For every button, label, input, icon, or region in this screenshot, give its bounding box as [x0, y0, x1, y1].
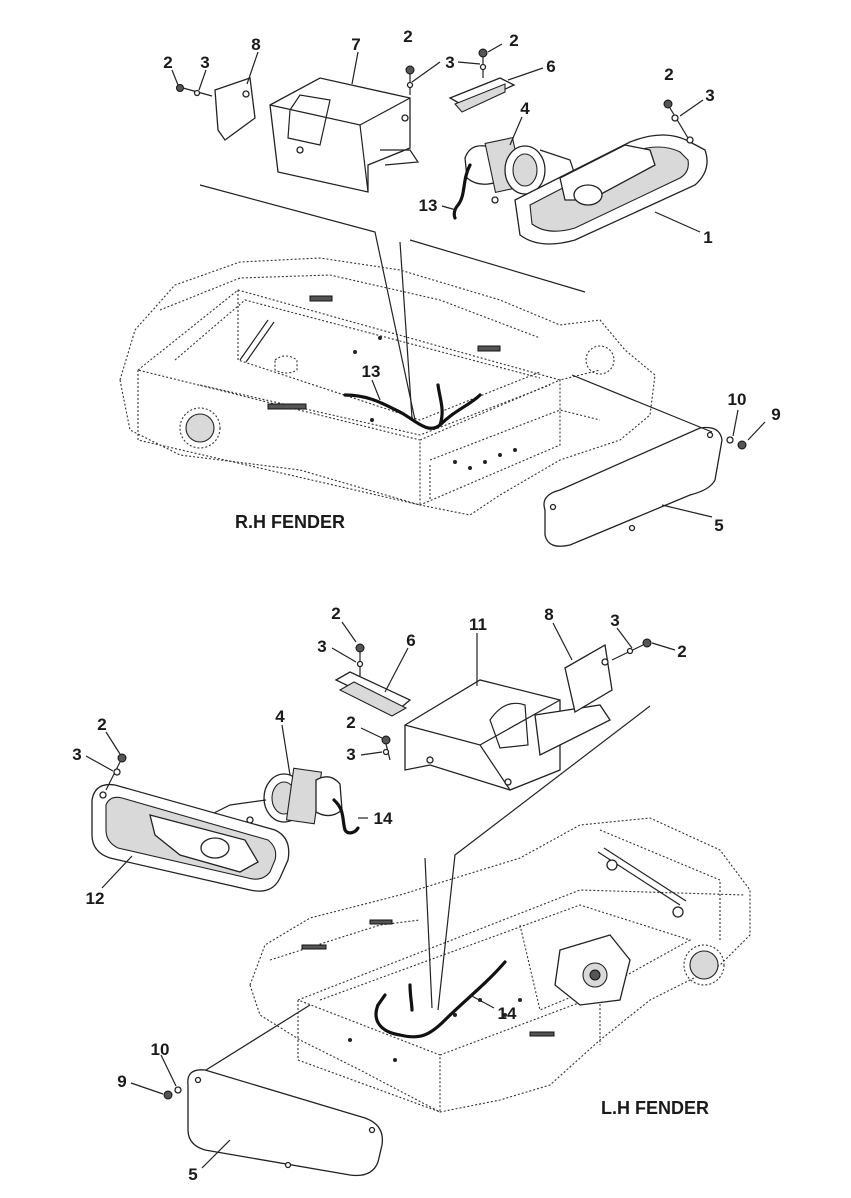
lh-part-4-lamp	[209, 767, 343, 825]
lh-callout-2: 2	[677, 642, 686, 661]
lh-fender-caption: L.H FENDER	[601, 1098, 709, 1118]
lh-callout-6: 6	[406, 631, 415, 650]
lh-callout-leaders	[85, 621, 676, 1169]
lh-harness-14-loose	[332, 798, 360, 835]
rh-callout-8: 8	[251, 35, 260, 54]
rh-callout-2: 2	[403, 27, 412, 46]
rh-callout-13: 13	[419, 196, 438, 215]
rh-fender-body	[119, 257, 656, 516]
lh-callout-11: 11	[469, 615, 487, 634]
rh-fender-assembly: 8 7 2 3 2 3 2 3 6 4 2 3 13 1 13 10 9 5 R…	[119, 27, 781, 547]
lh-callout-3: 3	[317, 637, 326, 656]
lh-callout-4: 4	[275, 707, 285, 726]
rh-harness-13-loose	[452, 163, 472, 220]
rh-fender-caption: R.H FENDER	[235, 512, 345, 532]
rh-callout-2: 2	[163, 53, 172, 72]
lh-callout-5: 5	[188, 1165, 197, 1184]
rh-part-4-lamp	[464, 136, 576, 204]
rh-callout-leaders	[171, 43, 766, 518]
lh-callout-14: 14	[374, 809, 393, 828]
lh-fasteners	[105, 638, 652, 791]
lh-callout-3: 3	[72, 745, 81, 764]
lh-fender-body	[249, 817, 751, 1113]
lh-callout-3: 3	[346, 745, 355, 764]
lh-callout-2: 2	[97, 715, 106, 734]
lh-part-12-bezel	[91, 783, 290, 892]
lh-fender-assembly: 2 3 6 11 8 3 2 2 3 4 2 3 14 12 14 10 9 5…	[72, 604, 751, 1184]
rh-part-7-box	[269, 77, 420, 193]
rh-part-8-plate	[214, 77, 256, 141]
rh-part-5-cover	[543, 374, 723, 547]
lh-callout-12: 12	[86, 889, 105, 908]
lh-callout-9: 9	[117, 1072, 126, 1091]
lh-callout-10: 10	[151, 1040, 170, 1059]
rh-callout-5: 5	[714, 516, 723, 535]
rh-callout-7: 7	[351, 35, 360, 54]
rh-callout-2: 2	[664, 65, 673, 84]
lh-callout-2: 2	[346, 713, 355, 732]
rh-callout-1: 1	[703, 228, 712, 247]
rh-callout-13: 13	[362, 362, 381, 381]
lh-part-11-box	[404, 679, 611, 791]
lh-callout-2: 2	[331, 604, 340, 623]
rh-callout-4: 4	[520, 99, 530, 118]
rh-callout-10: 10	[728, 390, 747, 409]
rh-part-1-bezel	[514, 134, 708, 245]
lh-callout-8: 8	[544, 605, 553, 624]
lh-part-5-cover	[187, 1069, 384, 1177]
rh-callout-2: 2	[509, 31, 518, 50]
lh-harness-14-installed	[374, 960, 507, 1039]
lh-callout-3: 3	[610, 611, 619, 630]
lh-part-8-plate	[564, 643, 613, 714]
rh-callout-3: 3	[445, 53, 454, 72]
lh-callout-14: 14	[498, 1004, 517, 1023]
rh-harness-13-installed	[343, 393, 482, 430]
rh-callout-6: 6	[546, 57, 555, 76]
rh-callout-3: 3	[200, 53, 209, 72]
rh-fasteners	[176, 48, 689, 139]
rh-callout-9: 9	[771, 405, 780, 424]
rh-callout-3: 3	[705, 86, 714, 105]
